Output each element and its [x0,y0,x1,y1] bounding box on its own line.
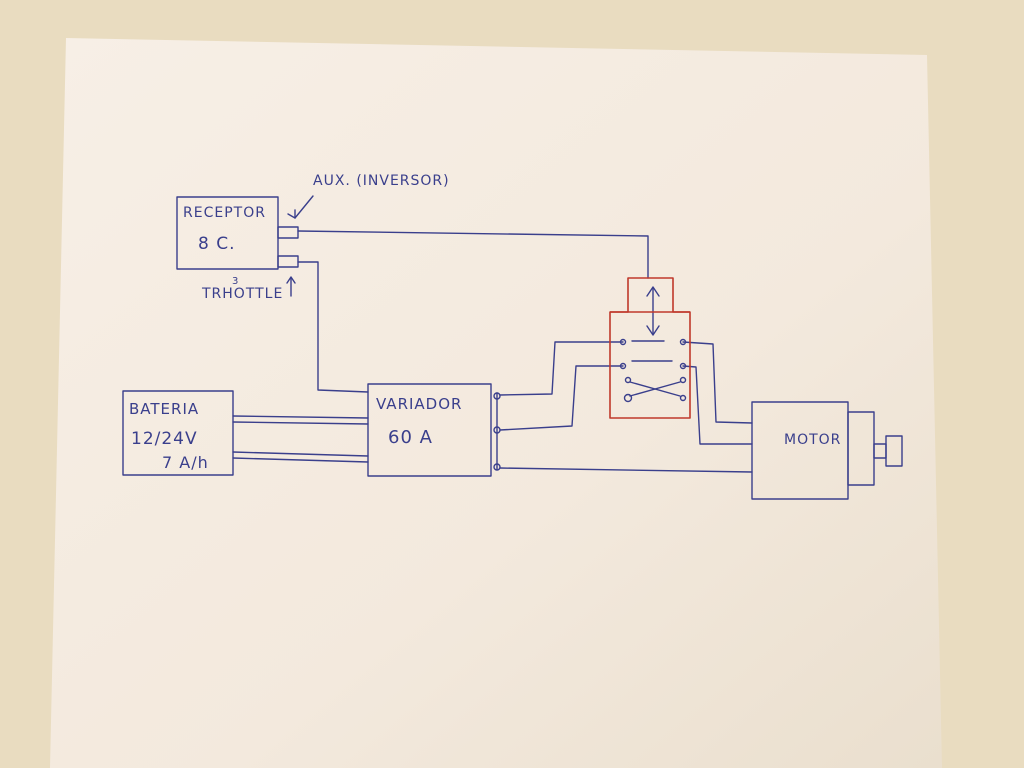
bateria-voltage: 12/24V [131,429,198,449]
aux-label: AUX. (INVERSOR) [313,173,450,189]
bateria-capacity: 7 A/h [162,453,209,472]
battery-positive-wire [232,415,369,419]
bateria-title: BATERIA [129,400,199,418]
throttle-channel: 3 [232,276,239,287]
relay-output-wire-1 [682,341,753,424]
variador-title: VARIADOR [376,395,462,413]
relay-input-wire-1 [499,341,624,396]
battery-negative-wire [232,451,369,457]
relay-input-wire-2 [499,365,624,431]
aux-arrow [294,195,314,219]
aux-wire [297,230,649,279]
variador-current: 60 A [388,427,433,448]
relay-box [609,311,691,419]
paper-sheet [50,38,942,768]
receptor-channels: 8 C. [198,234,236,254]
throttle-label: TRHOTTLE [201,286,283,302]
variador-box [367,383,492,477]
motor-direct-wire [499,467,753,473]
motor-title: MOTOR [784,432,841,448]
throttle-wire [297,261,369,393]
bateria-box [122,390,234,476]
aux-connector [277,226,299,239]
motor-pinion [885,435,903,467]
receptor-title: RECEPTOR [183,205,266,221]
